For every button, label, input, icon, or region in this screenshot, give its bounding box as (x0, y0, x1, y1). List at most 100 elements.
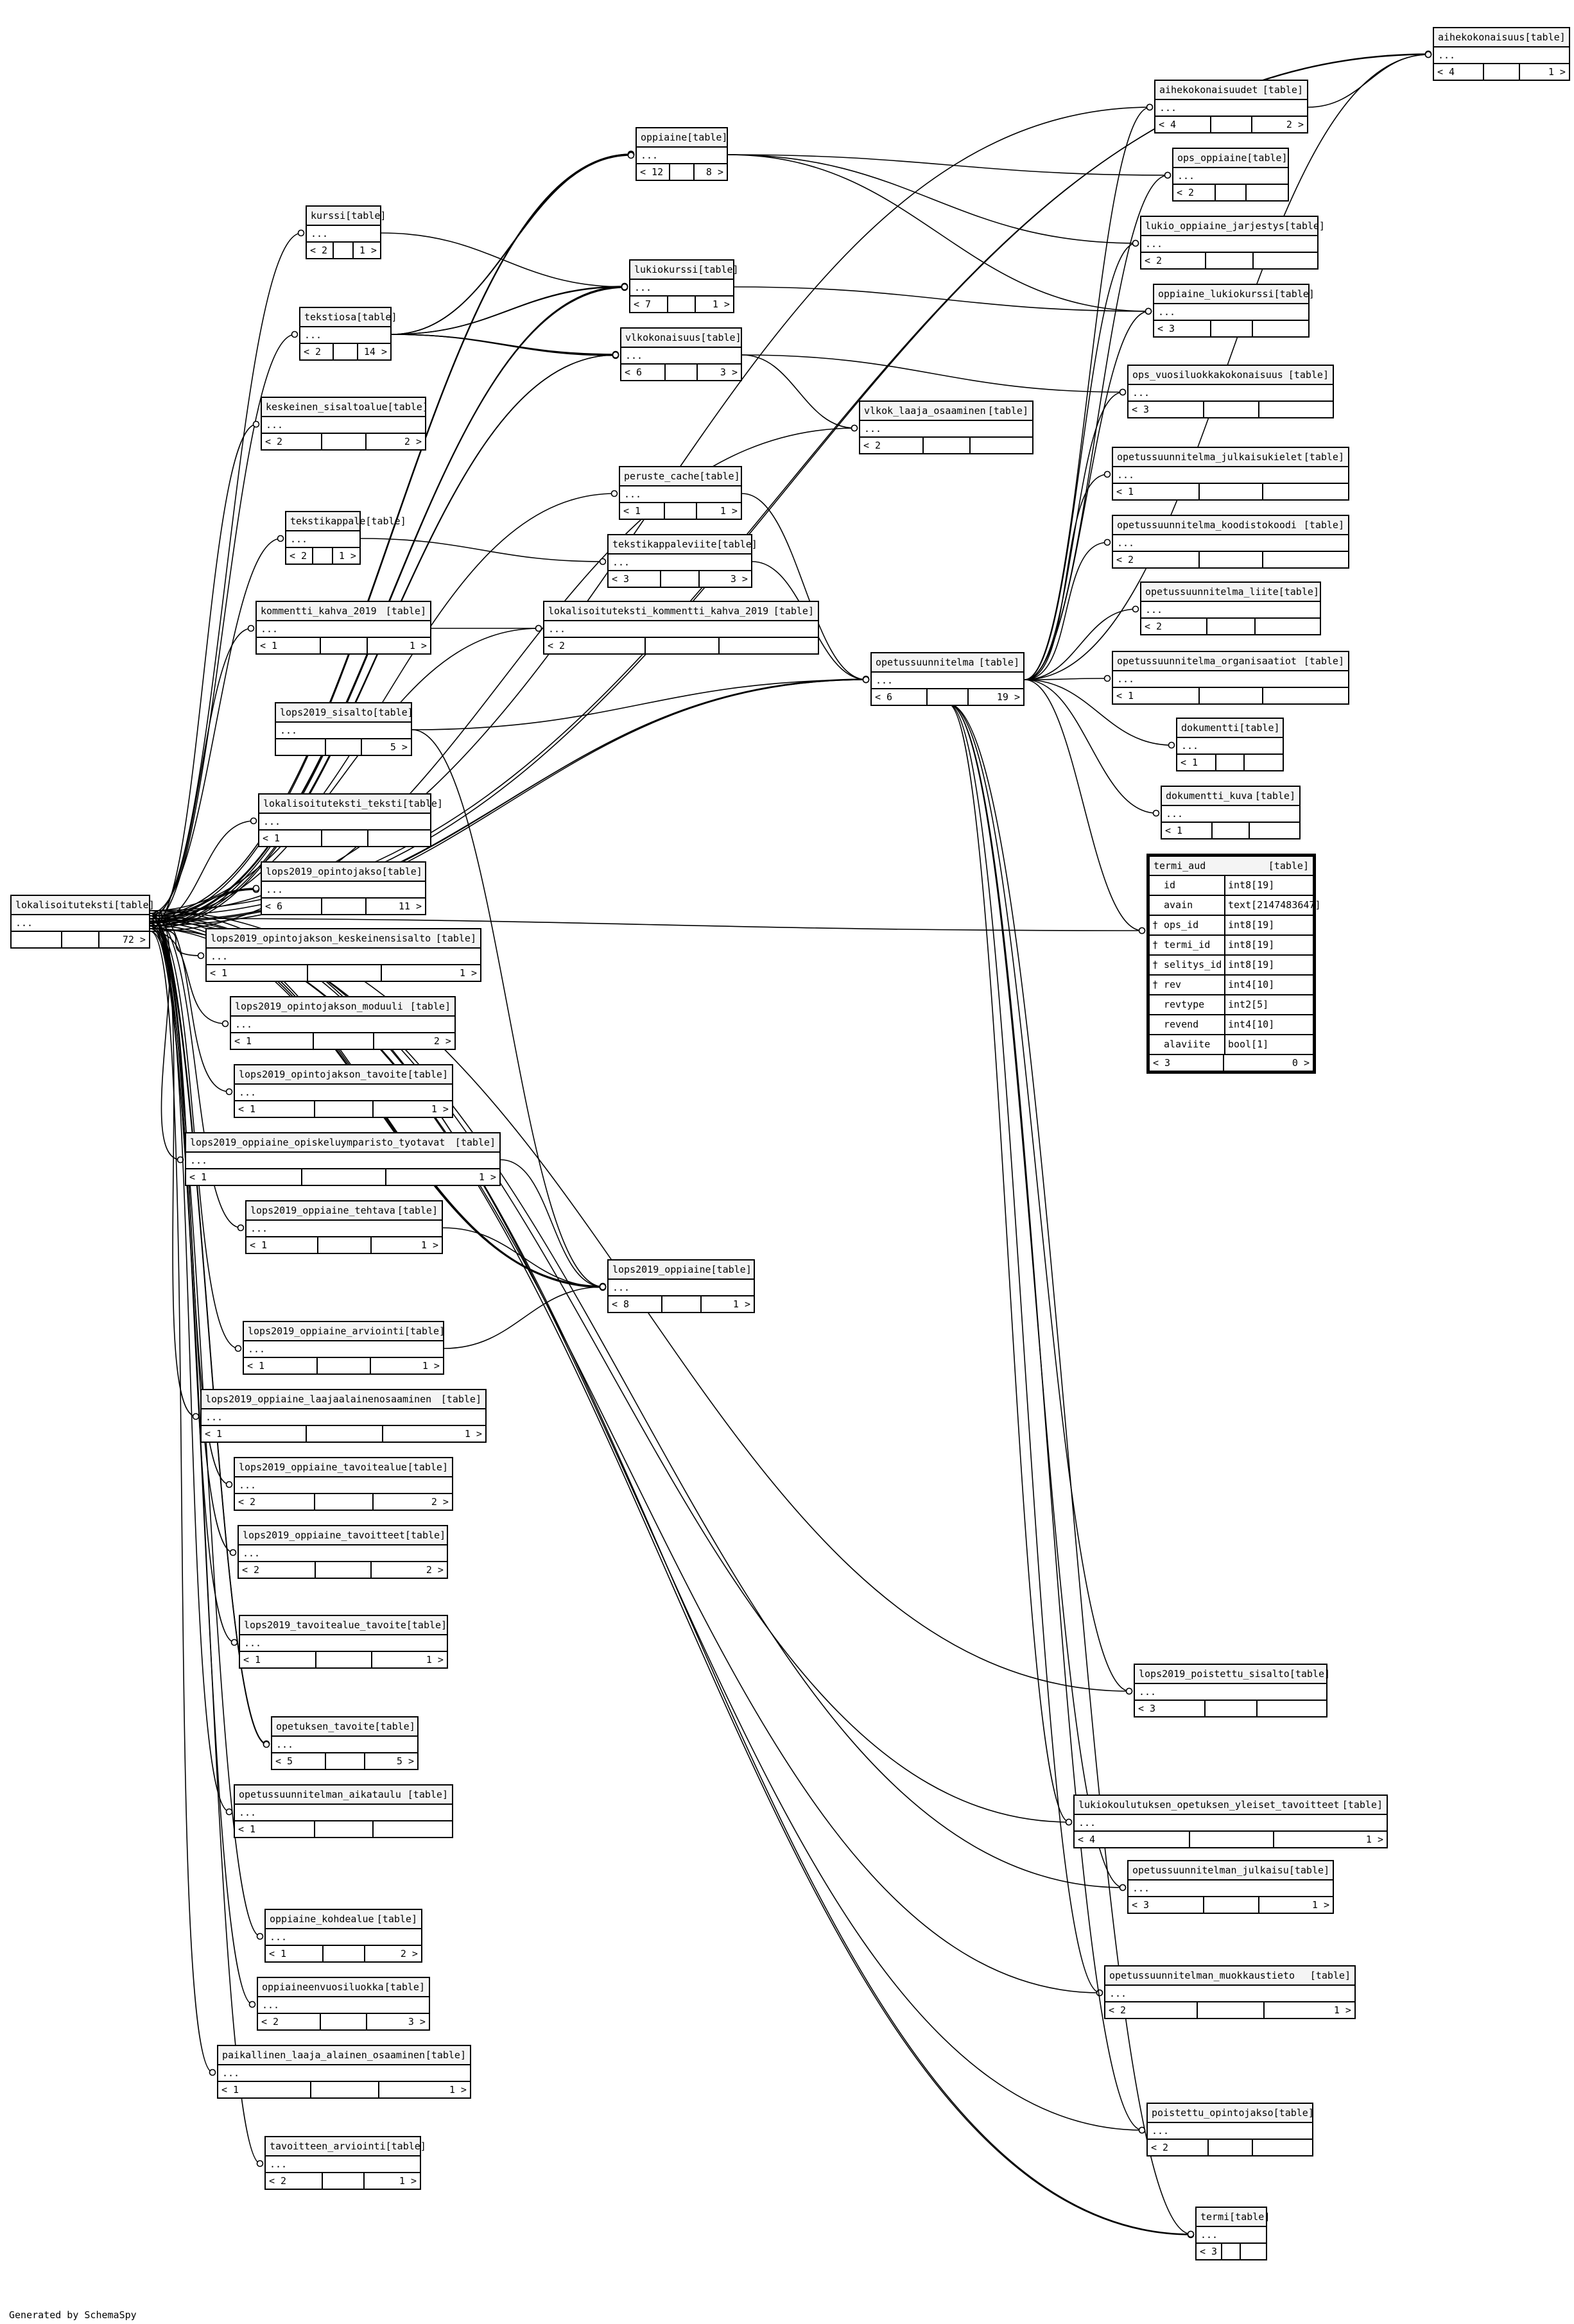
children-count[interactable]: 11 > (398, 900, 422, 912)
parents-count[interactable]: < 2 (860, 438, 924, 453)
children-count[interactable]: 1 > (422, 1360, 440, 1372)
table-lokalisoituteksti-kommentti-kahva-2019[interactable]: lokalisoituteksti_kommentti_kahva_2019[t… (543, 601, 819, 655)
table-opetussuunnitelma-organisaatiot[interactable]: opetussuunnitelma_organisaatiot[table]..… (1112, 651, 1349, 705)
children-count[interactable]: 19 > (996, 691, 1020, 703)
children-count[interactable]: 1 > (732, 1298, 750, 1310)
parents-count[interactable]: < 4 (1155, 117, 1212, 132)
children-count[interactable]: 72 > (122, 934, 146, 945)
children-count[interactable] (1250, 823, 1299, 838)
parents-count[interactable]: < 6 (621, 365, 666, 380)
parents-count[interactable]: < 1 (235, 1101, 316, 1117)
children-count[interactable]: 1 > (431, 1103, 449, 1115)
parents-count[interactable]: < 3 (1135, 1701, 1206, 1716)
parents-count[interactable]: < 2 (266, 2173, 323, 2189)
table-dokumentti[interactable]: dokumentti[table]...< 1 (1176, 718, 1284, 771)
parents-count[interactable]: < 4 (1075, 1832, 1190, 1847)
parents-count[interactable]: < 3 (609, 571, 662, 587)
parents-count[interactable]: < 2 (1141, 619, 1207, 634)
table-poistettu-opintojakso[interactable]: poistettu_opintojakso[table]...< 2 (1146, 2103, 1314, 2156)
children-count[interactable] (1253, 2140, 1312, 2155)
parents-count[interactable]: < 1 (244, 1358, 318, 1373)
children-count[interactable]: 1 > (720, 505, 738, 517)
children-count[interactable]: 2 > (433, 1035, 451, 1047)
children-count[interactable]: 2 > (426, 1564, 444, 1576)
parents-count[interactable]: < 7 (630, 297, 669, 312)
children-count[interactable] (1247, 185, 1288, 200)
parents-count[interactable]: < 2 (286, 548, 314, 564)
parents-count[interactable]: < 2 (235, 1494, 316, 1510)
children-count[interactable]: 2 > (404, 436, 422, 447)
children-count[interactable]: 1 > (1311, 1899, 1329, 1911)
table-opetussuunnitelman-julkaisu[interactable]: opetussuunnitelman_julkaisu[table]...< 3… (1127, 1860, 1334, 1914)
children-count[interactable]: 3 > (720, 366, 738, 378)
children-count[interactable]: 5 > (390, 741, 408, 753)
parents-count[interactable]: < 3 (1154, 321, 1211, 336)
children-count[interactable]: 8 > (705, 166, 723, 178)
table-lops2019-sisalto[interactable]: lops2019_sisalto[table]...5 > (275, 702, 413, 756)
parents-count[interactable]: < 1 (231, 1033, 314, 1049)
parents-count[interactable] (12, 932, 63, 947)
table-lops2019-poistettu-sisalto[interactable]: lops2019_poistettu_sisalto[table]...< 3 (1134, 1664, 1330, 1717)
table-lops2019-oppiaine-tavoitteet[interactable]: lops2019_oppiaine_tavoitteet[table]...< … (238, 1525, 448, 1579)
parents-count[interactable]: < 12 (637, 164, 670, 180)
table-termi[interactable]: termi[table]...< 3 (1195, 2207, 1270, 2260)
children-count[interactable]: 0 > (1292, 1057, 1310, 1069)
parents-count[interactable]: < 3 (1129, 402, 1204, 417)
table-dokumentti-kuva[interactable]: dokumentti_kuva[table]...< 1 (1161, 786, 1301, 839)
table-ops-vuosiluokkakokonaisuus[interactable]: ops_vuosiluokkakokonaisuus[table]...< 3 (1127, 365, 1334, 418)
children-count[interactable]: 2 > (1286, 119, 1304, 130)
parents-count[interactable]: < 2 (1105, 2002, 1198, 2018)
table-lops2019-oppiaine-opiskeluymparisto-tyotavat[interactable]: lops2019_oppiaine_opiskeluymparisto_tyot… (185, 1132, 501, 1186)
parents-count[interactable]: < 1 (1177, 755, 1216, 770)
parents-count[interactable]: < 2 (307, 243, 334, 258)
parents-count[interactable]: < 3 (1129, 1897, 1204, 1913)
parents-count[interactable]: < 2 (544, 638, 646, 653)
parents-count[interactable]: < 1 (246, 1237, 319, 1253)
children-count[interactable] (1263, 484, 1348, 499)
table-opetussuunnitelman-muokkaustieto[interactable]: opetussuunnitelman_muokkaustieto[table].… (1104, 1965, 1356, 2019)
table-lukiokoulutuksen-opetuksen-yleiset-tavoitteet[interactable]: lukiokoulutuksen_opetuksen_yleiset_tavoi… (1073, 1795, 1388, 1848)
children-count[interactable]: 2 > (431, 1496, 449, 1508)
table-ops-oppiaine[interactable]: ops_oppiaine[table]...< 2 (1172, 148, 1289, 202)
children-count[interactable]: 3 > (408, 2016, 426, 2027)
children-count[interactable]: 3 > (730, 573, 748, 585)
children-count[interactable]: 14 > (363, 346, 387, 357)
parents-count[interactable]: < 6 (262, 899, 322, 914)
table-opetussuunnitelma-julkaisukielet[interactable]: opetussuunnitelma_julkaisukielet[table].… (1112, 447, 1349, 501)
children-count[interactable] (1245, 755, 1283, 770)
parents-count[interactable]: < 2 (258, 2014, 322, 2029)
table-lops2019-tavoitealue-tavoite[interactable]: lops2019_tavoitealue_tavoite[table]...< … (239, 1615, 448, 1669)
children-count[interactable]: 1 > (399, 2175, 417, 2187)
parents-count[interactable]: < 1 (1113, 484, 1200, 499)
table-lops2019-opintojakson-keskeinensisalto[interactable]: lops2019_opintojakson_keskeinensisalto[t… (205, 928, 481, 982)
parents-count[interactable]: < 2 (300, 344, 334, 359)
parents-count[interactable]: < 1 (620, 503, 665, 519)
parents-count[interactable]: < 6 (872, 689, 928, 705)
parents-count[interactable]: < 1 (240, 1652, 317, 1667)
table-lops2019-opintojakson-moduuli[interactable]: lops2019_opintojakson_moduuli[table]...<… (230, 996, 456, 1050)
table-lokalisoituteksti[interactable]: lokalisoituteksti[table]...72 > (10, 895, 155, 949)
parents-count[interactable]: < 1 (259, 831, 323, 846)
parents-count[interactable]: < 1 (266, 1946, 324, 1961)
table-lops2019-oppiaine-laajaalainenosaaminen[interactable]: lops2019_oppiaine_laajaalainenosaaminen[… (200, 1389, 487, 1443)
parents-count[interactable]: < 1 (207, 965, 308, 981)
children-count[interactable]: 1 > (712, 298, 730, 310)
parents-count[interactable]: < 1 (186, 1169, 302, 1185)
children-count[interactable] (1263, 552, 1348, 567)
